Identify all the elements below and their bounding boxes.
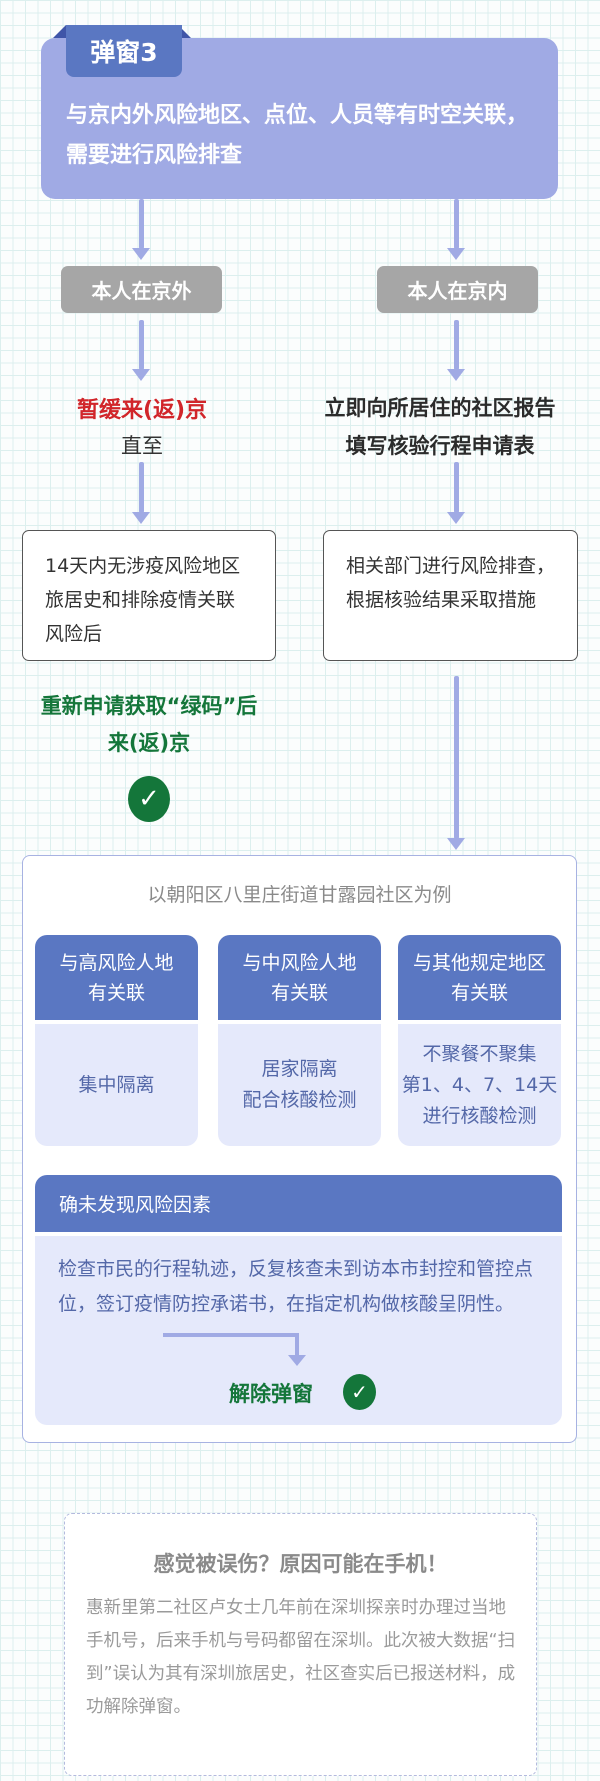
arrow-line bbox=[163, 1333, 299, 1337]
arrow-down-icon bbox=[447, 248, 465, 260]
header-text: 与京内外风险地区、点位、人员等有时空关联，需要进行风险排查 bbox=[66, 103, 529, 168]
column-head-line: 有关联 bbox=[450, 981, 508, 1004]
condition-box: 14天内无涉疫风险地区旅居史和排除疫情关联风险后 bbox=[22, 530, 276, 661]
popup-tag: 弹窗3 bbox=[66, 25, 182, 77]
column-medium-risk-head: 与中风险人地 有关联 bbox=[218, 935, 381, 1020]
arrow-line bbox=[454, 199, 459, 249]
tag-fold-left bbox=[53, 25, 66, 38]
arrow-line bbox=[454, 676, 459, 839]
no-risk-head: 确未发现风险因素 bbox=[35, 1175, 562, 1232]
arrow-line bbox=[139, 199, 144, 249]
column-head-line: 与中风险人地 bbox=[242, 951, 357, 974]
postpone-entry-text: 暂缓来(返)京 bbox=[76, 398, 208, 423]
arrow-line bbox=[139, 320, 144, 370]
arrow-line bbox=[295, 1333, 299, 1357]
process-box: 相关部门进行风险排查，根据核验结果采取措施 bbox=[323, 530, 578, 661]
arrow-down-icon bbox=[447, 838, 465, 850]
note-box bbox=[64, 1513, 537, 1776]
column-head-line: 有关联 bbox=[270, 981, 328, 1004]
result-line-2: 来(返)京 bbox=[107, 731, 191, 755]
note-title: 感觉被误伤？原因可能在手机！ bbox=[153, 1552, 448, 1576]
check-icon: ✓ bbox=[343, 1374, 376, 1410]
column-body-line: 进行核酸检测 bbox=[422, 1104, 537, 1127]
column-body-line: 配合核酸检测 bbox=[242, 1089, 357, 1111]
arrow-line bbox=[139, 462, 144, 513]
no-risk-body bbox=[35, 1236, 562, 1425]
arrow-down-icon bbox=[447, 369, 465, 381]
column-head-line: 有关联 bbox=[87, 981, 145, 1004]
column-body-line: 不聚餐不聚集 bbox=[422, 1042, 537, 1065]
no-risk-text: 检查市民的行程轨迹，反复核查未到访本市封控和管控点位，签订疫情防控承诺书，在指定… bbox=[58, 1258, 534, 1315]
report-community-text: 立即向所居住的社区报告 填写核验行程申请表 bbox=[290, 389, 590, 465]
column-high-risk-head: 与高风险人地 有关联 bbox=[35, 935, 198, 1020]
arrow-down-icon bbox=[447, 512, 465, 524]
green-code-result: 重新申请获取“绿码”后 来(返)京 bbox=[14, 688, 284, 762]
inside-beijing-label: 本人在京内 bbox=[377, 266, 538, 313]
column-high-risk-body: 集中隔离 bbox=[35, 1024, 198, 1146]
example-panel-title: 以朝阳区八里庄街道甘露园社区为例 bbox=[147, 884, 452, 906]
column-other-region-body: 不聚餐不聚集 第1、4、7、14天 进行核酸检测 bbox=[398, 1024, 561, 1146]
arrow-line bbox=[454, 320, 459, 370]
arrow-down-icon bbox=[132, 512, 150, 524]
column-head-line: 与其他规定地区 bbox=[412, 951, 546, 974]
column-body-line: 第1、4、7、14天 bbox=[401, 1073, 558, 1096]
check-icon: ✓ bbox=[128, 776, 170, 822]
report-line-1: 立即向所居住的社区报告 bbox=[324, 396, 556, 420]
note-body: 惠新里第二社区卢女士几年前在深圳探亲时办理过当地手机号，后来手机与号码都留在深圳… bbox=[86, 1598, 516, 1717]
until-text: 直至 bbox=[121, 434, 163, 458]
arrow-line bbox=[454, 462, 459, 513]
column-medium-risk-body: 居家隔离 配合核酸检测 bbox=[218, 1024, 381, 1146]
release-popup-text: 解除弹窗 bbox=[229, 1382, 313, 1406]
arrow-down-icon bbox=[132, 248, 150, 260]
column-other-region-head: 与其他规定地区 有关联 bbox=[398, 935, 561, 1020]
column-head-line: 与高风险人地 bbox=[59, 951, 174, 974]
outside-beijing-label: 本人在京外 bbox=[61, 266, 222, 313]
column-body-line: 集中隔离 bbox=[78, 1073, 155, 1096]
arrow-down-icon bbox=[288, 1355, 306, 1366]
column-body-line: 居家隔离 bbox=[261, 1058, 338, 1080]
report-line-2: 填写核验行程申请表 bbox=[345, 434, 535, 458]
arrow-down-icon bbox=[132, 369, 150, 381]
result-line-1: 重新申请获取“绿码”后 bbox=[40, 694, 258, 718]
